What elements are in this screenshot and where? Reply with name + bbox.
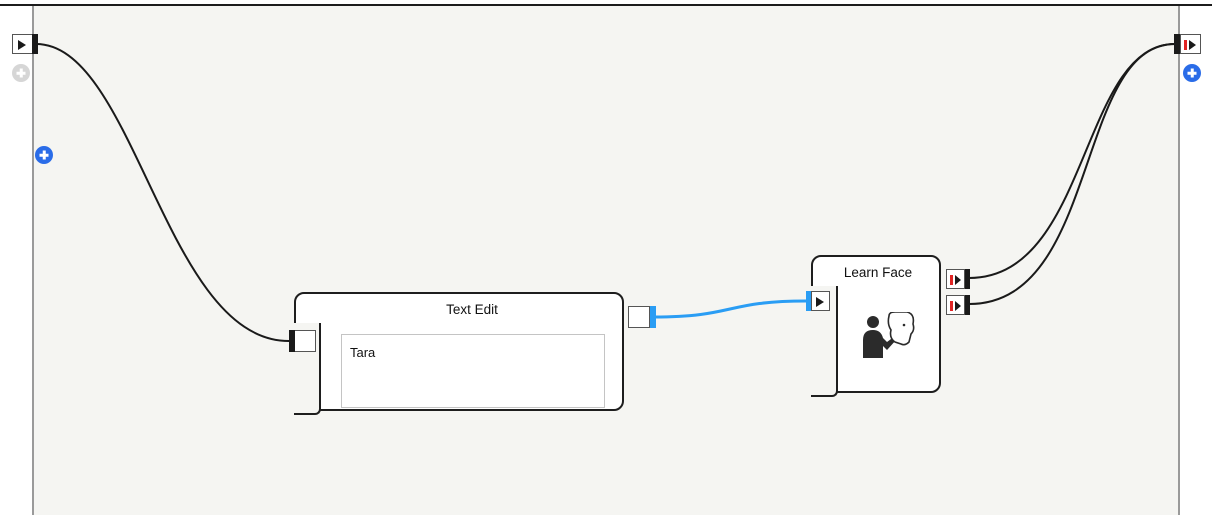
text-edit-output-connector xyxy=(650,306,656,328)
start-port-connector xyxy=(32,34,38,54)
learn-face-output-port-1[interactable] xyxy=(946,269,965,289)
learn-face-output-connector-1 xyxy=(965,269,970,289)
right-boundary xyxy=(1178,6,1180,515)
end-port-connector xyxy=(1174,34,1180,54)
learn-face-output-connector-2 xyxy=(965,295,970,315)
node-title: Text Edit xyxy=(446,302,498,317)
wire-text-edit-to-learn-face[interactable] xyxy=(653,299,807,319)
left-boundary xyxy=(32,6,34,515)
wire-learn-face-out1-to-end[interactable] xyxy=(968,43,1176,279)
add-input-button[interactable] xyxy=(35,146,53,164)
stop-play-icon xyxy=(950,301,961,311)
text-edit-field[interactable]: Tara xyxy=(341,334,605,408)
wire-start-to-text-edit[interactable] xyxy=(35,43,290,342)
add-output-button[interactable] xyxy=(1183,64,1201,82)
learn-face-node[interactable]: Learn Face xyxy=(811,255,941,397)
learn-face-input-connector xyxy=(806,291,811,311)
text-edit-node[interactable]: Text Edit Tara xyxy=(294,292,624,415)
flow-canvas[interactable] xyxy=(33,6,1179,515)
flow-end-port[interactable] xyxy=(1180,34,1201,54)
play-icon xyxy=(18,40,26,50)
top-border xyxy=(0,4,1212,6)
text-edit-input-port[interactable] xyxy=(293,330,316,352)
node-title: Learn Face xyxy=(843,265,913,280)
wire-learn-face-out2-to-end[interactable] xyxy=(968,43,1176,305)
text-edit-input-connector xyxy=(289,330,295,352)
learn-face-input-port[interactable] xyxy=(811,291,830,311)
learn-face-output-port-2[interactable] xyxy=(946,295,965,315)
stop-play-icon xyxy=(1184,40,1196,50)
play-icon xyxy=(816,297,824,307)
text-edit-output-port[interactable] xyxy=(628,306,650,328)
learn-face-icon xyxy=(863,312,915,358)
flow-start-port[interactable] xyxy=(12,34,33,54)
stop-play-icon xyxy=(950,275,961,285)
add-start-port-button-disabled xyxy=(12,64,30,82)
